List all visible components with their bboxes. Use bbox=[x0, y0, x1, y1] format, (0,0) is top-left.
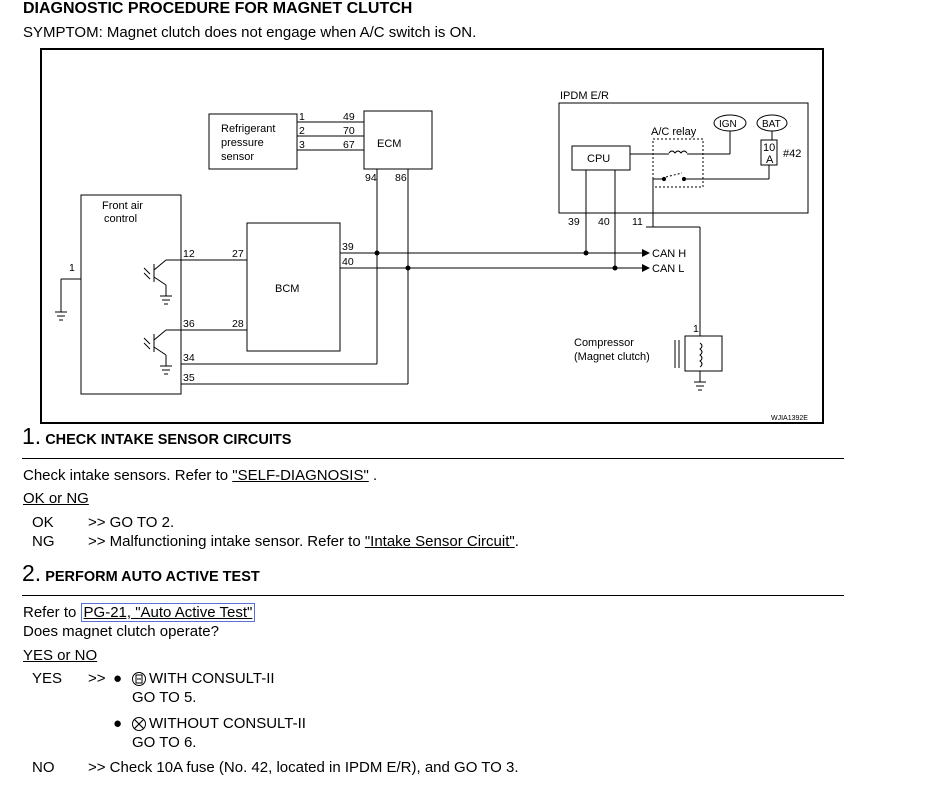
bcm-box bbox=[246, 222, 341, 352]
step2-text-prefix: Refer to bbox=[23, 604, 81, 621]
pin-i39: 39 bbox=[568, 216, 580, 228]
auto-active-test-link[interactable]: PG-21, "Auto Active Test" bbox=[80, 603, 256, 622]
option1-line2: GO TO 5. bbox=[132, 689, 197, 706]
step1-number: 1. bbox=[22, 423, 42, 449]
pin-f34: 34 bbox=[183, 352, 195, 364]
ign-label: IGN bbox=[719, 119, 737, 130]
bullet-icon: ● bbox=[113, 715, 123, 732]
pin-b39: 39 bbox=[342, 241, 354, 253]
sensor-label-1: Refrigerant bbox=[221, 123, 275, 135]
bat-label: BAT bbox=[762, 119, 781, 130]
ecm-box bbox=[363, 110, 433, 170]
pin-e70: 70 bbox=[343, 125, 355, 137]
self-diagnosis-link[interactable]: "SELF-DIAGNOSIS" bbox=[232, 467, 369, 484]
pin-i11: 11 bbox=[632, 216, 643, 228]
step1-text-suffix: . bbox=[368, 467, 378, 484]
pin-e86: 86 bbox=[395, 172, 407, 184]
pin-e67: 67 bbox=[343, 139, 355, 151]
pin-e94: 94 bbox=[365, 172, 377, 184]
step2-heading: 2.PERFORM AUTO ACTIVE TEST bbox=[22, 560, 260, 587]
pin-s3: 3 bbox=[299, 139, 305, 151]
yes-or-no-label: YES or NO bbox=[23, 647, 98, 664]
step1-title: CHECK INTAKE SENSOR CIRCUITS bbox=[45, 432, 292, 448]
step1-instruction: Check intake sensors. Refer to "SELF-DIA… bbox=[23, 467, 377, 484]
consult-ii-icon bbox=[132, 672, 146, 686]
pin-i40: 40 bbox=[598, 216, 610, 228]
intake-sensor-circuit-link[interactable]: "Intake Sensor Circuit" bbox=[364, 533, 515, 550]
step2-divider bbox=[22, 595, 844, 596]
no-consult-icon bbox=[132, 717, 146, 731]
sensor-box bbox=[208, 113, 298, 170]
can-h-label: CAN H bbox=[652, 248, 686, 260]
pin-e49: 49 bbox=[343, 111, 355, 123]
ac-relay-box bbox=[652, 138, 704, 188]
compressor-label-1: Compressor bbox=[574, 337, 634, 349]
front-air-label-2: control bbox=[104, 213, 137, 225]
step2-instruction: Refer to PG-21, "Auto Active Test" bbox=[23, 603, 256, 622]
ecm-label: ECM bbox=[377, 138, 401, 150]
no-result: >> Check 10A fuse (No. 42, located in IP… bbox=[88, 759, 519, 776]
pin-f12: 12 bbox=[183, 248, 195, 260]
pin-c1: 1 bbox=[693, 323, 699, 335]
pin-f35: 35 bbox=[183, 372, 195, 384]
option2-line2: GO TO 6. bbox=[132, 734, 197, 751]
fuse-label-bottom: A bbox=[766, 154, 774, 166]
step1-text-prefix: Check intake sensors. Refer to bbox=[23, 467, 233, 484]
step2-question: Does magnet clutch operate? bbox=[23, 623, 219, 640]
compressor-box bbox=[684, 335, 723, 372]
step2-number: 2. bbox=[22, 560, 42, 586]
sensor-label-3: sensor bbox=[221, 151, 254, 163]
pin-s1: 1 bbox=[299, 111, 305, 123]
ok-result: >> GO TO 2. bbox=[88, 514, 175, 531]
ac-relay-label: A/C relay bbox=[651, 126, 697, 138]
pin-f1: 1 bbox=[69, 262, 75, 274]
ok-or-ng-label: OK or NG bbox=[23, 490, 89, 507]
step2-title: PERFORM AUTO ACTIVE TEST bbox=[45, 569, 260, 585]
ng-text-prefix: >> Malfunctioning intake sensor. Refer t… bbox=[88, 533, 365, 550]
option2-line1: WITHOUT CONSULT-II bbox=[149, 715, 306, 732]
diagram-code: WJIA1392E bbox=[771, 415, 808, 422]
wiring-diagram: IPDM E/R CPU A/C relay IGN BAT 10 A #42 … bbox=[40, 48, 824, 424]
symptom-text: SYMPTOM: Magnet clutch does not engage w… bbox=[23, 24, 477, 41]
front-air-box bbox=[80, 194, 182, 395]
fuse-number: #42 bbox=[783, 148, 801, 160]
yes-key: YES bbox=[32, 670, 63, 687]
bcm-label: BCM bbox=[275, 283, 299, 295]
ng-key: NG bbox=[32, 533, 55, 550]
page-title: DIAGNOSTIC PROCEDURE FOR MAGNET CLUTCH bbox=[23, 0, 413, 17]
sensor-label-2: pressure bbox=[221, 137, 264, 149]
compressor-label-2: (Magnet clutch) bbox=[574, 351, 650, 363]
fuse-label-top: 10 bbox=[763, 142, 775, 154]
step1-divider bbox=[22, 458, 844, 459]
ng-result: >> Malfunctioning intake sensor. Refer t… bbox=[88, 533, 519, 550]
pin-b27: 27 bbox=[232, 248, 244, 260]
can-l-label: CAN L bbox=[652, 263, 684, 275]
wiring-diagram-svg: IPDM E/R CPU A/C relay IGN BAT 10 A #42 … bbox=[55, 90, 809, 422]
cpu-label: CPU bbox=[587, 153, 610, 165]
pin-b40: 40 bbox=[342, 256, 354, 268]
pin-f36: 36 bbox=[183, 318, 195, 330]
option1-line1: WITH CONSULT-II bbox=[149, 670, 275, 687]
no-key: NO bbox=[32, 759, 55, 776]
step1-heading: 1.CHECK INTAKE SENSOR CIRCUITS bbox=[22, 423, 291, 450]
cpu-box bbox=[571, 145, 631, 171]
pin-s2: 2 bbox=[299, 125, 305, 137]
ng-text-suffix: . bbox=[514, 533, 519, 550]
ipdm-er-box bbox=[558, 102, 809, 214]
front-air-label-1: Front air bbox=[102, 200, 143, 212]
pin-b28: 28 bbox=[232, 318, 244, 330]
yes-arrow: >> bbox=[88, 670, 106, 687]
ok-key: OK bbox=[32, 514, 54, 531]
ipdm-label: IPDM E/R bbox=[560, 90, 609, 102]
bullet-icon: ● bbox=[113, 670, 123, 687]
